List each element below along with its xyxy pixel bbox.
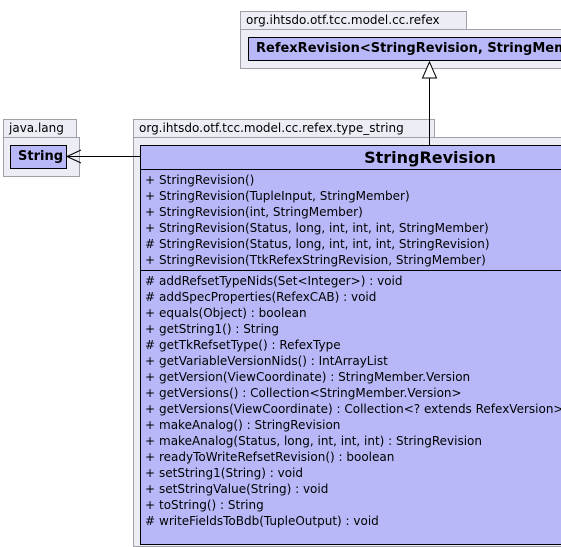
visibility-marker: + xyxy=(145,418,156,432)
constructor-item[interactable]: +StringRevision(int, StringMember) xyxy=(145,204,561,220)
member-signature: makeAnalog() : StringRevision xyxy=(159,418,341,432)
member-signature: makeAnalog(Status, long, int, int, int) … xyxy=(159,434,482,448)
method-item[interactable]: +getVersions() : Collection<StringMember… xyxy=(145,385,561,401)
package-tab-refex: org.ihtsdo.otf.tcc.model.cc.refex xyxy=(240,11,467,29)
member-signature: writeFieldsToBdb(TupleOutput) : void xyxy=(159,514,379,528)
constructor-item[interactable]: #StringRevision(Status, long, int, int, … xyxy=(145,236,561,252)
member-signature: equals(Object) : boolean xyxy=(159,306,307,320)
member-signature: setString1(String) : void xyxy=(159,466,304,480)
visibility-marker: + xyxy=(145,221,156,235)
visibility-marker: + xyxy=(145,205,156,219)
method-item[interactable]: +getVersion(ViewCoordinate) : StringMemb… xyxy=(145,369,561,385)
member-signature: StringRevision() xyxy=(159,173,255,187)
member-signature: getVariableVersionNids() : IntArrayList xyxy=(159,354,388,368)
class-refex-revision[interactable]: RefexRevision<StringRevision, StringMemb… xyxy=(248,37,561,61)
constructors-compartment: +StringRevision()+StringRevision(TupleIn… xyxy=(141,170,561,270)
method-item[interactable]: +toString() : String xyxy=(145,497,561,513)
method-item[interactable]: +getVariableVersionNids() : IntArrayList xyxy=(145,353,561,369)
visibility-marker: + xyxy=(145,253,156,267)
package-name-refex: org.ihtsdo.otf.tcc.model.cc.refex xyxy=(246,13,440,27)
class-name-refex-revision: RefexRevision<StringRevision, StringMemb… xyxy=(256,41,561,56)
member-signature: getVersions(ViewCoordinate) : Collection… xyxy=(159,402,561,416)
class-string[interactable]: String xyxy=(10,145,67,169)
package-name-java-lang: java.lang xyxy=(9,121,64,135)
visibility-marker: + xyxy=(145,173,156,187)
member-signature: getVersions() : Collection<StringMember.… xyxy=(159,386,462,400)
method-item[interactable]: +setStringValue(String) : void xyxy=(145,481,561,497)
constructor-item[interactable]: +StringRevision(TtkRefexStringRevision, … xyxy=(145,252,561,268)
visibility-marker: + xyxy=(145,322,156,336)
member-signature: StringRevision(int, StringMember) xyxy=(159,205,363,219)
class-name-string: String xyxy=(18,149,64,164)
constructor-item[interactable]: +StringRevision(Status, long, int, int, … xyxy=(145,220,561,236)
visibility-marker: + xyxy=(145,189,156,203)
member-signature: StringRevision(Status, long, int, int, i… xyxy=(159,237,490,251)
generalization-arrowhead xyxy=(421,60,438,79)
visibility-marker: + xyxy=(145,386,156,400)
visibility-marker: + xyxy=(145,306,156,320)
visibility-marker: # xyxy=(145,274,156,288)
visibility-marker: + xyxy=(145,370,156,384)
method-item[interactable]: +makeAnalog() : StringRevision xyxy=(145,417,561,433)
package-tab-type-string: org.ihtsdo.otf.tcc.model.cc.refex.type_s… xyxy=(133,119,435,137)
member-signature: getTkRefsetType() : RefexType xyxy=(159,338,341,352)
member-signature: StringRevision(TupleInput, StringMember) xyxy=(159,189,410,203)
package-name-type-string: org.ihtsdo.otf.tcc.model.cc.refex.type_s… xyxy=(139,121,404,135)
visibility-marker: # xyxy=(145,237,156,251)
visibility-marker: + xyxy=(145,498,156,512)
constructor-item[interactable]: +StringRevision() xyxy=(145,172,561,188)
class-string-revision[interactable]: StringRevision +StringRevision()+StringR… xyxy=(140,145,561,545)
method-item[interactable]: #addRefsetTypeNids(Set<Integer>) : void xyxy=(145,273,561,289)
method-item[interactable]: +getVersions(ViewCoordinate) : Collectio… xyxy=(145,401,561,417)
method-item[interactable]: +setString1(String) : void xyxy=(145,465,561,481)
methods-compartment: #addRefsetTypeNids(Set<Integer>) : void#… xyxy=(141,270,561,531)
member-signature: StringRevision(Status, long, int, int, i… xyxy=(159,221,489,235)
member-signature: addRefsetTypeNids(Set<Integer>) : void xyxy=(159,274,403,288)
method-item[interactable]: #getTkRefsetType() : RefexType xyxy=(145,337,561,353)
member-signature: StringRevision(TtkRefexStringRevision, S… xyxy=(159,253,486,267)
visibility-marker: + xyxy=(145,434,156,448)
member-signature: toString() : String xyxy=(159,498,264,512)
method-item[interactable]: #addSpecProperties(RefexCAB) : void xyxy=(145,289,561,305)
method-item[interactable]: +makeAnalog(Status, long, int, int, int)… xyxy=(145,433,561,449)
method-item[interactable]: +equals(Object) : boolean xyxy=(145,305,561,321)
method-item[interactable]: +readyToWriteRefsetRevision() : boolean xyxy=(145,449,561,465)
class-name-string-revision: StringRevision xyxy=(141,146,561,170)
visibility-marker: # xyxy=(145,338,156,352)
package-tab-java-lang: java.lang xyxy=(3,119,77,137)
member-signature: getString1() : String xyxy=(159,322,279,336)
member-signature: setStringValue(String) : void xyxy=(159,482,329,496)
method-item[interactable]: #writeFieldsToBdb(TupleOutput) : void xyxy=(145,513,561,529)
visibility-marker: # xyxy=(145,290,156,304)
visibility-marker: + xyxy=(145,450,156,464)
visibility-marker: # xyxy=(145,514,156,528)
visibility-marker: + xyxy=(145,402,156,416)
dependency-arrowhead xyxy=(65,149,82,164)
member-signature: readyToWriteRefsetRevision() : boolean xyxy=(159,450,395,464)
constructor-item[interactable]: +StringRevision(TupleInput, StringMember… xyxy=(145,188,561,204)
visibility-marker: + xyxy=(145,354,156,368)
relationship-lines xyxy=(65,60,438,164)
method-item[interactable]: +getString1() : String xyxy=(145,321,561,337)
member-signature: addSpecProperties(RefexCAB) : void xyxy=(159,290,377,304)
visibility-marker: + xyxy=(145,482,156,496)
member-signature: getVersion(ViewCoordinate) : StringMembe… xyxy=(159,370,471,384)
visibility-marker: + xyxy=(145,466,156,480)
